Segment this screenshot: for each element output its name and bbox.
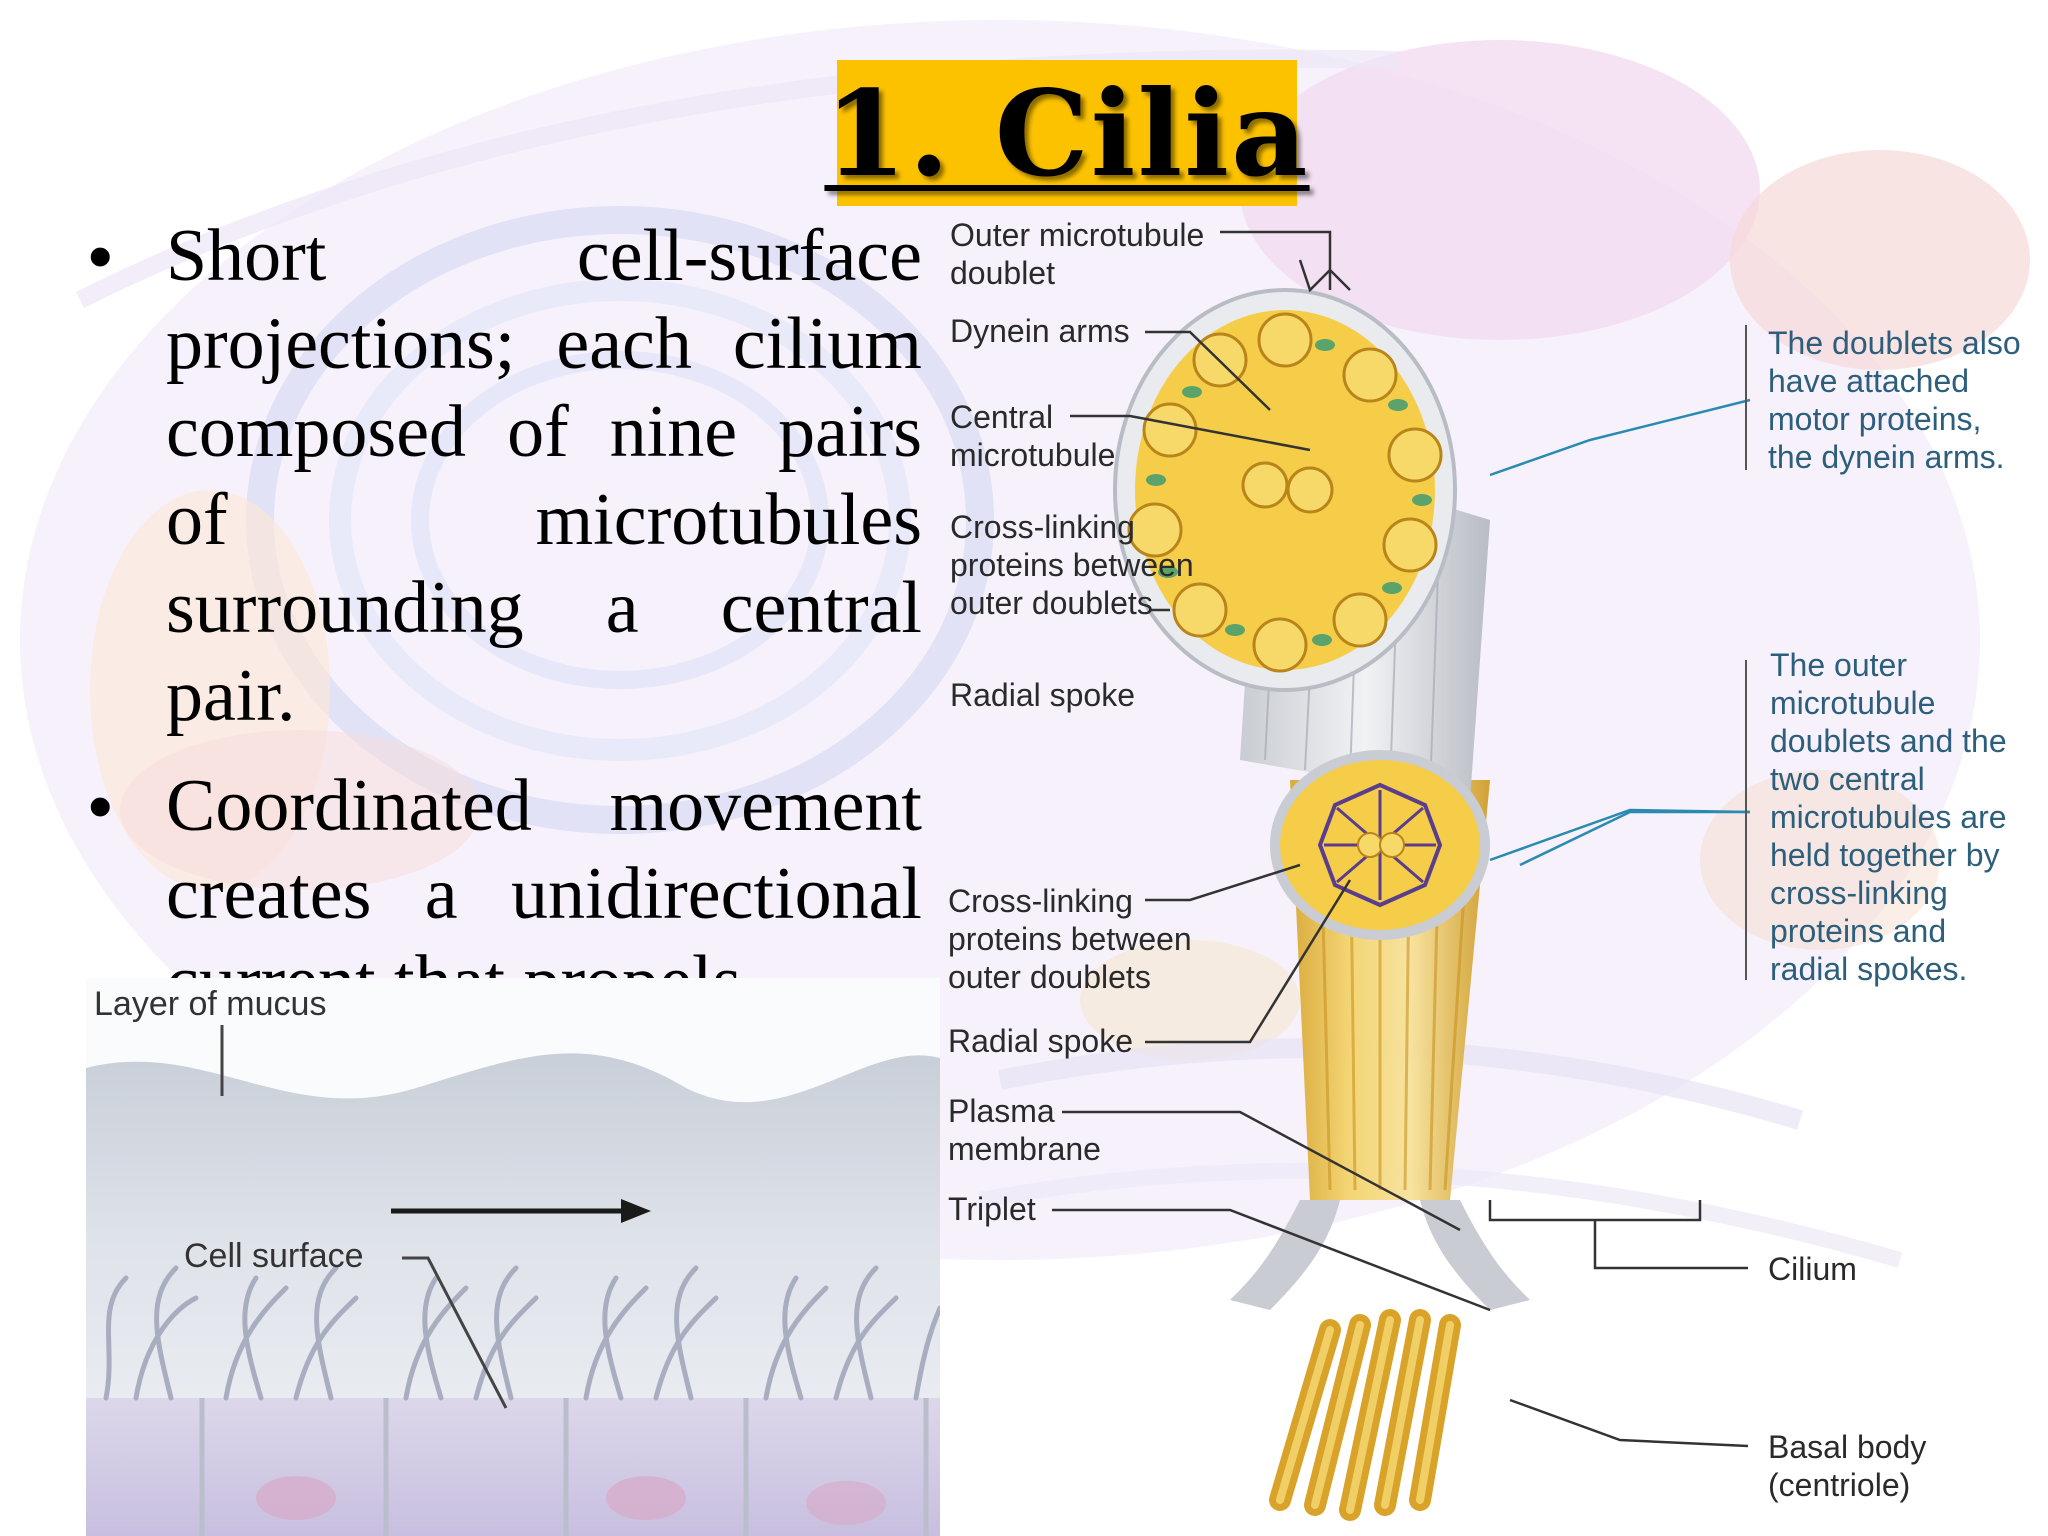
label-cilium: Cilium bbox=[1768, 1251, 1857, 1287]
label-layer-of-mucus: Layer of mucus bbox=[94, 985, 327, 1023]
label-dynein-arms: Dynein arms bbox=[950, 313, 1130, 349]
label-cross-linking-proteins-bottom: Cross-linking proteins between outer dou… bbox=[948, 883, 1192, 995]
label-radial-spoke-bottom: Radial spoke bbox=[948, 1023, 1133, 1059]
bullet-item: • Short cell-surface projections; each c… bbox=[82, 212, 922, 740]
label-cell-surface: Cell surface bbox=[184, 1237, 364, 1275]
label-basal-body: Basal body (centriole) bbox=[1768, 1429, 1927, 1503]
cilium-structure-diagram: Outer microtubule doublet Dynein arms Ce… bbox=[930, 200, 2048, 1536]
bullet-dot-icon: • bbox=[88, 767, 113, 845]
cilium-illustration bbox=[1052, 230, 1751, 1521]
slide-title: 1. Cilia bbox=[824, 63, 1310, 203]
bullet-list: • Short cell-surface projections; each c… bbox=[82, 212, 922, 1048]
bullet-text: Short cell-surface projections; each cil… bbox=[166, 215, 922, 737]
mucus-illustration bbox=[86, 978, 940, 1536]
arrow-right-icon bbox=[621, 1199, 651, 1223]
label-plasma-membrane: Plasma membrane bbox=[948, 1093, 1101, 1167]
label-outer-microtubule-doublet: Outer microtubule doublet bbox=[950, 217, 1205, 291]
mucus-figure: Layer of mucus Cell surface bbox=[86, 978, 940, 1536]
note-dynein-arms: The doublets also have attached motor pr… bbox=[1768, 325, 2021, 475]
label-central-microtubule: Central microtubule bbox=[950, 399, 1116, 473]
title-box: 1. Cilia bbox=[824, 60, 1308, 206]
label-cross-linking-proteins-top: Cross-linking proteins between outer dou… bbox=[950, 509, 1194, 621]
note-cross-linking: The outer microtubule doublets and the t… bbox=[1770, 647, 2007, 987]
label-radial-spoke-top: Radial spoke bbox=[950, 677, 1135, 713]
label-triplet: Triplet bbox=[948, 1191, 1036, 1227]
bullet-dot-icon: • bbox=[88, 217, 113, 295]
